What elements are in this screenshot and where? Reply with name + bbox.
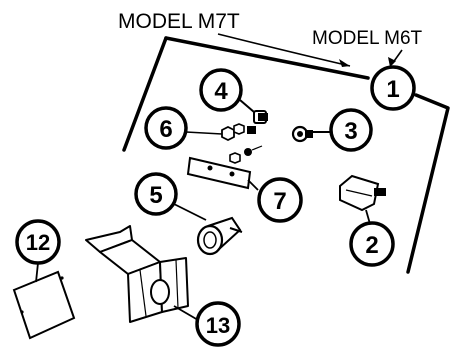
svg-text:6: 6 bbox=[159, 116, 172, 143]
lamp-socket-5 bbox=[196, 216, 243, 256]
control-part-3 bbox=[291, 125, 313, 143]
callout-3: 3 bbox=[312, 108, 373, 152]
cover-plate-12 bbox=[12, 270, 76, 340]
callout-1: 1 bbox=[370, 65, 416, 111]
terminal-strip-7 bbox=[186, 156, 259, 191]
callout-5: 5 bbox=[134, 172, 207, 221]
callout-2: 2 bbox=[349, 221, 395, 267]
knob-part-4 bbox=[247, 110, 268, 134]
callout-6: 6 bbox=[144, 106, 223, 150]
svg-text:7: 7 bbox=[273, 188, 286, 215]
svg-text:13: 13 bbox=[206, 313, 230, 338]
svg-text:2: 2 bbox=[365, 232, 378, 259]
callout-12: 12 bbox=[15, 219, 61, 283]
nut-part-6 bbox=[221, 123, 263, 164]
callout-7: 7 bbox=[257, 177, 303, 223]
m7t-arrow bbox=[217, 33, 351, 67]
callout-4: 4 bbox=[199, 68, 255, 113]
callout-13: 13 bbox=[173, 301, 241, 347]
svg-text:1: 1 bbox=[386, 76, 399, 103]
svg-text:4: 4 bbox=[214, 78, 228, 105]
m6t-arrow bbox=[388, 49, 403, 67]
mounting-bracket-13 bbox=[85, 225, 189, 323]
model-m6t-label: MODEL M6T bbox=[312, 28, 423, 49]
svg-text:3: 3 bbox=[344, 118, 357, 145]
svg-text:12: 12 bbox=[26, 230, 50, 255]
bracket-outline bbox=[122, 36, 450, 274]
svg-text:5: 5 bbox=[149, 182, 162, 209]
switch-part-2 bbox=[339, 174, 386, 225]
model-m7t-label: MODEL M7T bbox=[118, 10, 240, 33]
